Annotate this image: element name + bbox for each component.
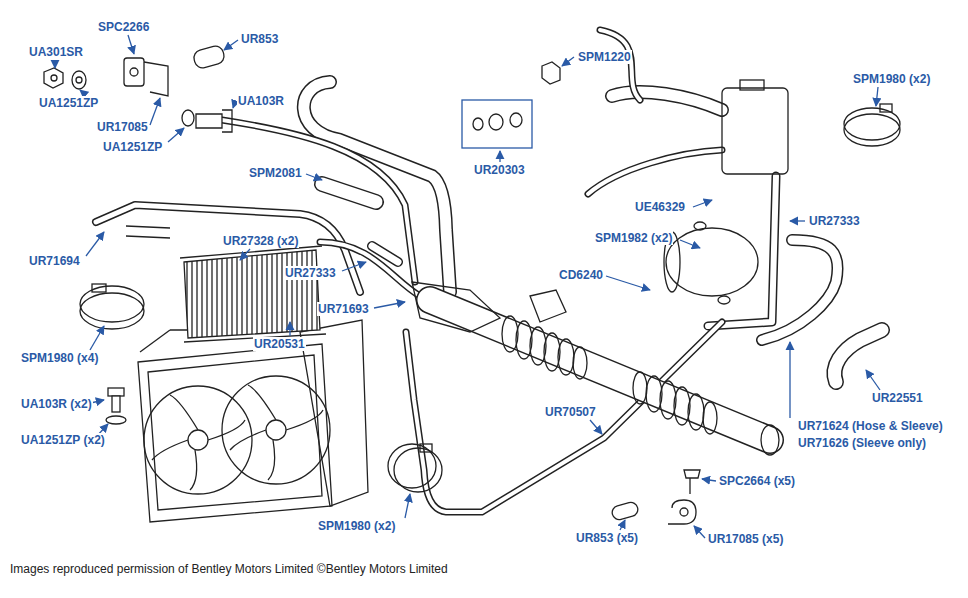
callout-number: UR17085 xyxy=(96,120,149,134)
callout-number: UR17085 (x5) xyxy=(707,532,784,546)
callout-number: SPM1220 xyxy=(577,50,632,64)
callout-number: SPC2266 xyxy=(97,20,150,34)
callout-number: UR27333 xyxy=(284,266,337,280)
callout-number: UR71694 xyxy=(28,254,81,268)
callout-number: SPM1980 (x2) xyxy=(852,72,931,86)
callout-number: UR20303 xyxy=(473,163,526,177)
callout-number: UR70507 xyxy=(544,405,597,419)
callout-number: CD6240 xyxy=(558,268,604,282)
callout-number: UR27328 (x2) xyxy=(222,234,299,248)
callout-number: UA301SR xyxy=(28,45,84,59)
callout-number: SPC2664 (x5) xyxy=(718,474,796,488)
callout-number: UA103R (x2) xyxy=(20,397,93,411)
callout-number: UR71624 (Hose & Sleeve) xyxy=(797,419,944,433)
copyright-caption: Images reproduced permission of Bentley … xyxy=(10,562,448,576)
callout-number: UR71626 (Sleeve only) xyxy=(797,436,927,450)
callout-number: UR27333 xyxy=(808,214,861,228)
callout-number: UA1251ZP xyxy=(102,140,163,154)
callout-number: SPM1982 (x2) xyxy=(594,231,673,245)
callout-number: UR71693 xyxy=(317,302,370,316)
callout-number: SPM1980 (x4) xyxy=(20,351,99,365)
callout-number: UR853 (x5) xyxy=(575,531,639,545)
callout-number: UR20531 xyxy=(253,337,306,351)
callout-number: SPM1980 (x2) xyxy=(317,519,396,533)
callout-number: UR22551 xyxy=(871,391,924,405)
callout-number: UA103R xyxy=(237,94,285,108)
callout-number: UA1251ZP xyxy=(38,96,99,110)
callout-number: SPM2081 xyxy=(248,166,303,180)
callout-number: UA1251ZP (x2) xyxy=(20,433,106,447)
callout-number: UR853 xyxy=(240,32,279,46)
callout-number: UE46329 xyxy=(634,200,686,214)
